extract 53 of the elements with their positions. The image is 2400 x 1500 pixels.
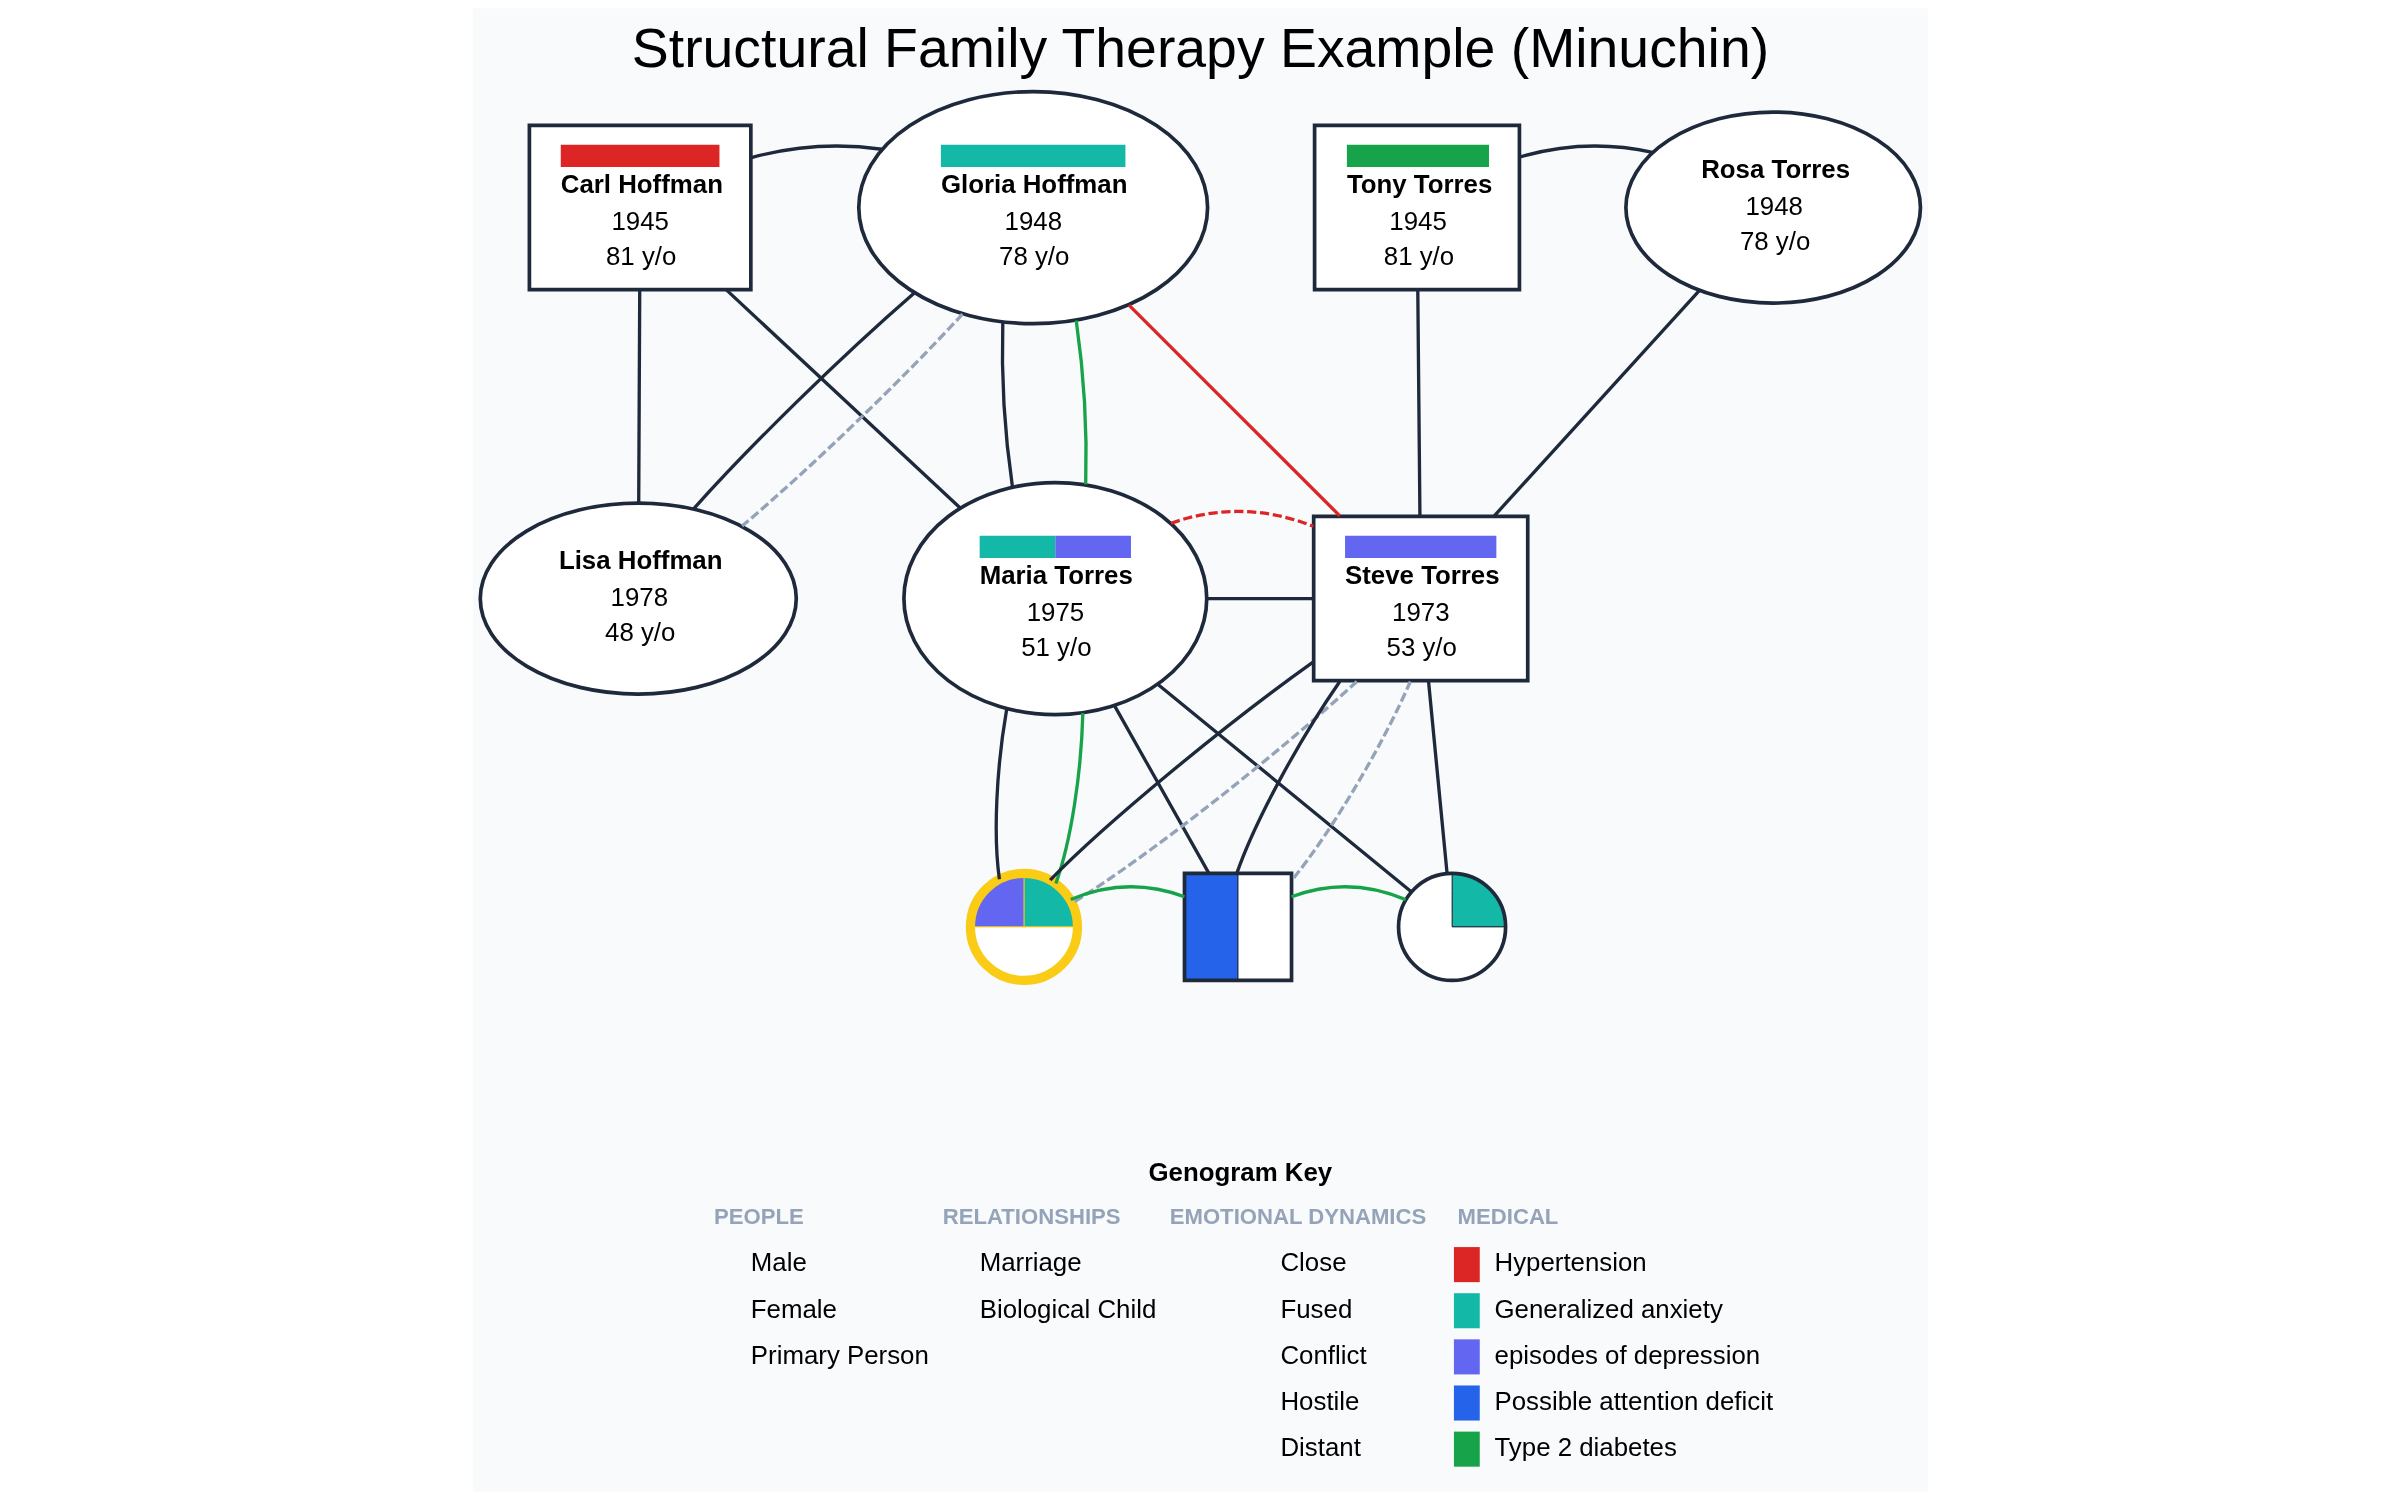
legend-label: Marriage <box>979 1248 1082 1277</box>
legend-label: Male <box>750 1248 807 1277</box>
connector <box>1069 885 1185 901</box>
connector <box>740 313 964 528</box>
legend-label: Close <box>1279 1248 1347 1277</box>
legend-label: Type 2 diabetes <box>1494 1432 1677 1461</box>
legend-label: Fused <box>1279 1294 1352 1323</box>
legend-label: Distant <box>1279 1432 1361 1461</box>
connector <box>1000 321 1014 487</box>
legend-label: episodes of depression <box>1494 1340 1760 1369</box>
connector <box>1234 680 1341 874</box>
legend-label: Possible attention deficit <box>1494 1386 1773 1415</box>
diagram-title: Structural Family Therapy Example (Minuchin) <box>631 17 1769 80</box>
connector <box>692 291 915 510</box>
label: MEDICAL <box>1457 1204 1558 1230</box>
legend-label: Female <box>750 1294 837 1323</box>
connector <box>1074 320 1088 485</box>
connector <box>636 290 641 504</box>
connector <box>1071 680 1358 905</box>
node-box: Tony Torres 1945 81 y/o <box>1312 123 1521 292</box>
node-circle <box>965 868 1082 986</box>
legend-label: Hostile <box>1279 1386 1359 1415</box>
connector <box>1415 290 1422 517</box>
connector <box>1048 660 1314 882</box>
legend-label: Primary Person <box>750 1340 929 1369</box>
node-ellipse: Lisa Hoffman 1978 48 y/o <box>477 501 798 696</box>
legend-label: Generalized anxiety <box>1494 1294 1723 1323</box>
connector <box>1290 885 1406 902</box>
connector <box>1206 596 1313 601</box>
node-ellipse: Maria Torres 1975 51 y/o <box>901 480 1209 717</box>
legend-label: Biological Child <box>979 1294 1156 1323</box>
connector <box>1156 683 1413 894</box>
label: Genogram Key <box>1148 1158 1332 1187</box>
node-ellipse: Rosa Torres 1948 78 y/o <box>1623 110 1922 305</box>
node-box: Steve Torres 1973 53 y/o <box>1311 514 1530 683</box>
label: PEOPLE <box>713 1204 804 1230</box>
connector <box>1127 304 1341 517</box>
connector <box>1492 289 1700 518</box>
connector <box>1169 509 1314 528</box>
connector <box>1112 705 1210 874</box>
node-ellipse: Gloria Hoffman 1948 78 y/o <box>856 89 1209 326</box>
label: EMOTIONAL DYNAMICS <box>1169 1204 1426 1230</box>
connector <box>1519 144 1653 159</box>
legend-label: Hypertension <box>1494 1248 1647 1277</box>
connector <box>994 709 1008 880</box>
node-box: Carl Hoffman 1945 81 y/o <box>527 123 753 292</box>
connector <box>1053 713 1084 885</box>
legend-label: Conflict <box>1279 1340 1367 1369</box>
label: RELATIONSHIPS <box>942 1204 1121 1230</box>
connector <box>1426 681 1449 874</box>
connector <box>1290 680 1412 882</box>
connector <box>725 288 961 510</box>
connector <box>750 144 882 160</box>
